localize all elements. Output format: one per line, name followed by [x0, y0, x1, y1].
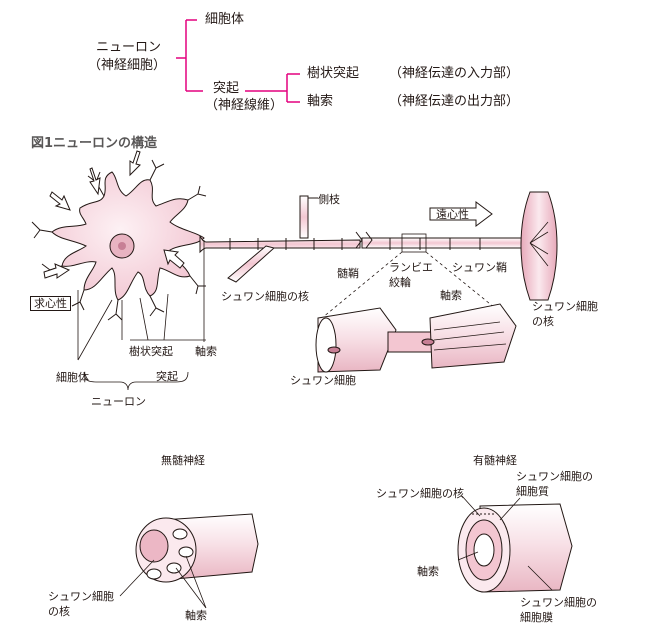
label-node-of-ranvier: ランビエ 絞輪: [389, 261, 433, 289]
label-schwann-sheath: シュワン鞘: [452, 261, 507, 274]
label-dendrites: 樹状突起: [129, 345, 173, 358]
hierarchy-axon-desc: （神経伝達の出力部）: [389, 94, 520, 109]
unmyelinated-title: 無髄神経: [161, 454, 205, 467]
collateral-branch: [227, 195, 318, 283]
hierarchy-dendrite-desc: （神経伝達の入力部）: [389, 66, 520, 81]
label-process: 突起: [156, 370, 178, 383]
label-schwann-cell: シュワン細胞: [290, 374, 356, 387]
centrifugal-arrow: [429, 201, 493, 227]
myelinated-cylinder: [457, 503, 573, 593]
unmyelinated-cylinder: [135, 513, 259, 583]
unmyelinated-schwann-nucleus: シュワン細胞 の核: [48, 590, 114, 618]
hierarchy-process: 突起: [213, 81, 240, 96]
leader-lines: [119, 495, 553, 609]
myelinated-axon: 軸索: [417, 565, 439, 578]
label-axon-bottom: 軸索: [195, 345, 217, 358]
label-axon-enlarged: 軸索: [440, 289, 462, 302]
hierarchy-brackets: [176, 19, 300, 103]
hierarchy-dendrite: 樹状突起: [307, 66, 360, 81]
label-collateral: 側枝: [318, 193, 340, 206]
myelin-enlarged: [315, 303, 517, 373]
myelinated-schwann-nucleus: シュワン細胞の核: [376, 487, 464, 500]
label-schwann-nucleus-right: シュワン細胞 の核: [532, 300, 598, 328]
neuron-cell: [51, 171, 205, 301]
label-cell-body: 細胞体: [56, 371, 89, 384]
hierarchy-process-sub: （神経線維）: [205, 98, 284, 113]
figure1-caption: 図1ニューロンの構造: [31, 136, 158, 151]
label-centripetal: 求心性: [30, 296, 71, 311]
myelinated-membrane: シュワン細胞の 細胞膜: [520, 596, 597, 624]
hierarchy-axon: 軸索: [307, 94, 334, 109]
hierarchy-neuron-sub: （神経細胞）: [88, 58, 167, 73]
zoom-guides: [321, 233, 501, 319]
neuron-brackets: [77, 240, 206, 391]
axon: [199, 231, 531, 254]
myelinated-title: 有髄神経: [473, 454, 517, 467]
hierarchy-cell-body: 細胞体: [205, 12, 245, 27]
input-arrows: [43, 150, 185, 279]
hierarchy-neuron: ニューロン: [96, 40, 162, 55]
unmyelinated-axon: 軸索: [185, 609, 207, 622]
label-centrifugal: 遠心性: [436, 208, 469, 221]
label-myelin-sheath: 髄鞘: [337, 267, 359, 280]
label-neuron: ニューロン: [91, 395, 146, 408]
muscle: [520, 191, 558, 301]
myelinated-cytoplasm: シュワン細胞の 細胞質: [516, 470, 593, 498]
label-schwann-nucleus-left: シュワン細胞の核: [221, 290, 309, 303]
